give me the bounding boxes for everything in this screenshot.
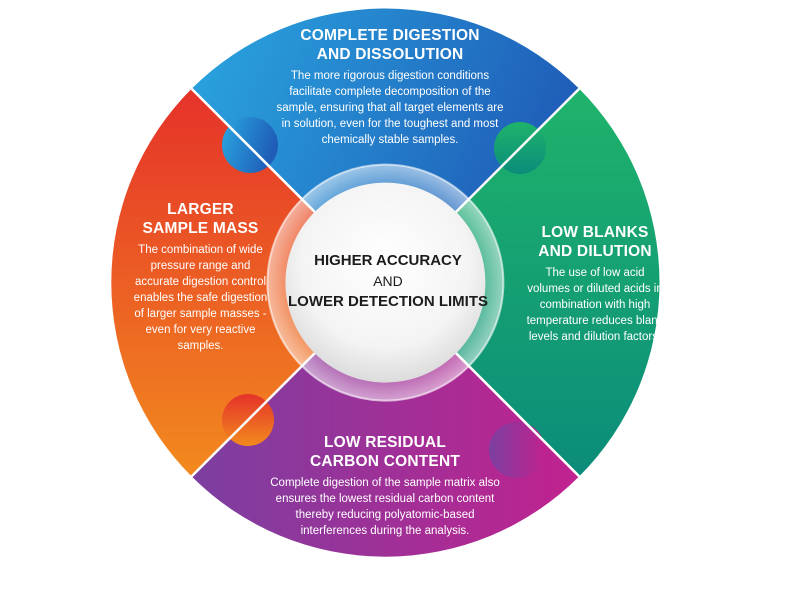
segment-left [111, 88, 386, 477]
tab-bottom-right [489, 422, 545, 478]
segment-left-body-line: The combination of wide [138, 244, 263, 256]
segment-bottom-body-line: thereby reducing polyatomic-based [295, 509, 475, 521]
segment-bottom [191, 282, 580, 557]
segment-right-body-line: The use of low acid [545, 267, 645, 279]
segment-top-title-1: COMPLETE DIGESTION [300, 27, 480, 44]
segment-left-body-line: even for very reactive [145, 324, 256, 336]
segment-bottom-body-line: Complete digestion of the sample matrix … [270, 477, 500, 489]
center-line-3: LOWER DETECTION LIMITS [288, 293, 488, 310]
segment-top-body-line: The more rigorous digestion conditions [290, 70, 490, 82]
segment-right-title-2: AND DILUTION [538, 243, 652, 260]
segment-right-title-1: LOW BLANKS [541, 224, 649, 241]
segment-top-body-line: chemically stable samples. [321, 134, 459, 146]
segment-left-body-line: of larger sample masses - [134, 308, 267, 320]
segment-left-title-2: SAMPLE MASS [142, 220, 259, 237]
segment-left-body-line: samples. [177, 340, 224, 352]
segment-left-body-line: accurate digestion control [134, 276, 267, 288]
segment-right-body-line: volumes or diluted acids in [527, 283, 663, 295]
segment-bottom-body-line: interferences during the analysis. [300, 525, 470, 537]
segment-bottom-title-2: CARBON CONTENT [309, 453, 461, 470]
segment-top-body-line: facilitate complete decomposition of the [289, 86, 491, 98]
segment-bottom-body-line: ensures the lowest residual carbon conte… [275, 493, 495, 505]
center-disc [285, 182, 486, 383]
segment-right-body-line: temperature reduces blank [526, 315, 664, 327]
segment-left-body-line: enables the safe digestion [133, 292, 268, 304]
segment-top [191, 8, 580, 283]
segment-bottom-text: LOW RESIDUAL CARBON CONTENT Complete dig… [240, 433, 530, 539]
center-line-2: AND [373, 273, 403, 289]
segment-right-body-line: levels and dilution factors. [528, 331, 662, 343]
segment-top-body-line: sample, ensuring that all target element… [276, 102, 504, 114]
segment-left-title-1: LARGER [167, 201, 234, 218]
tab-top-left [222, 117, 278, 173]
segment-left-body-line: pressure range and [150, 260, 251, 272]
segment-top-title-2: AND DISSOLUTION [316, 46, 464, 63]
segment-left-text: LARGER SAMPLE MASS The combination of wi… [108, 200, 293, 354]
center-label: HIGHER ACCURACY AND LOWER DETECTION LIMI… [283, 250, 493, 312]
center-line-1: HIGHER ACCURACY [314, 252, 462, 269]
segment-right-text: LOW BLANKS AND DILUTION The use of low a… [495, 223, 695, 345]
segment-bottom-title-1: LOW RESIDUAL [323, 434, 447, 451]
segment-right-body-line: combination with high [539, 299, 651, 311]
segment-top-text: COMPLETE DIGESTION AND DISSOLUTION The m… [245, 26, 535, 148]
segment-right [385, 88, 660, 477]
segment-top-body-line: in solution, even for the toughest and m… [281, 118, 499, 130]
